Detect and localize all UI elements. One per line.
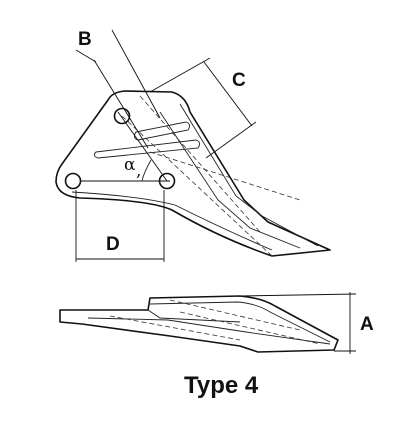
- profile-hidden-3: [109, 315, 241, 341]
- side-view-plate: [55, 90, 331, 257]
- bevel-edge-2: [159, 111, 301, 249]
- mounting-hole-left: [64, 172, 82, 190]
- dim-b-line: [93, 59, 149, 149]
- dim-c-line: [203, 61, 253, 127]
- dimension-c: [149, 57, 257, 159]
- profile-outline: [59, 295, 339, 353]
- slot-upper: [133, 121, 191, 141]
- bottom-lip: [71, 191, 273, 251]
- angle-ray-diagonal: [117, 111, 168, 182]
- dim-b-extension: [111, 29, 161, 119]
- profile-hidden-1: [169, 299, 301, 331]
- construction-line-1: [121, 115, 273, 257]
- angle-arc: [141, 159, 152, 182]
- dimension-d: [75, 190, 165, 262]
- slot-lower: [93, 139, 201, 159]
- plate-outline: [55, 90, 331, 257]
- profile-hidden-2: [179, 311, 321, 345]
- dim-c-ext-top: [149, 57, 211, 93]
- profile-view: [59, 295, 339, 353]
- bevel-edge: [179, 103, 319, 247]
- profile-top-face: [149, 301, 331, 343]
- profile-step: [147, 309, 241, 323]
- dim-a-label: A: [360, 314, 374, 335]
- construction-line-3: [139, 95, 261, 233]
- construction-line-2: [149, 151, 301, 201]
- profile-mid-line: [87, 317, 331, 345]
- dim-c-label: C: [232, 70, 246, 91]
- diagram-caption: Type 4: [184, 372, 259, 399]
- angle-alpha-label: α: [124, 155, 136, 175]
- angle-comma: ,: [136, 161, 141, 181]
- dimension-a: [239, 292, 357, 354]
- dim-c-ext-bottom: [205, 121, 257, 159]
- dimension-b: [75, 29, 161, 149]
- dim-b-label: B: [78, 29, 92, 50]
- dim-a-ext-top: [239, 293, 357, 297]
- dim-d-label: D: [106, 234, 120, 255]
- dim-b-ext-2: [75, 49, 97, 63]
